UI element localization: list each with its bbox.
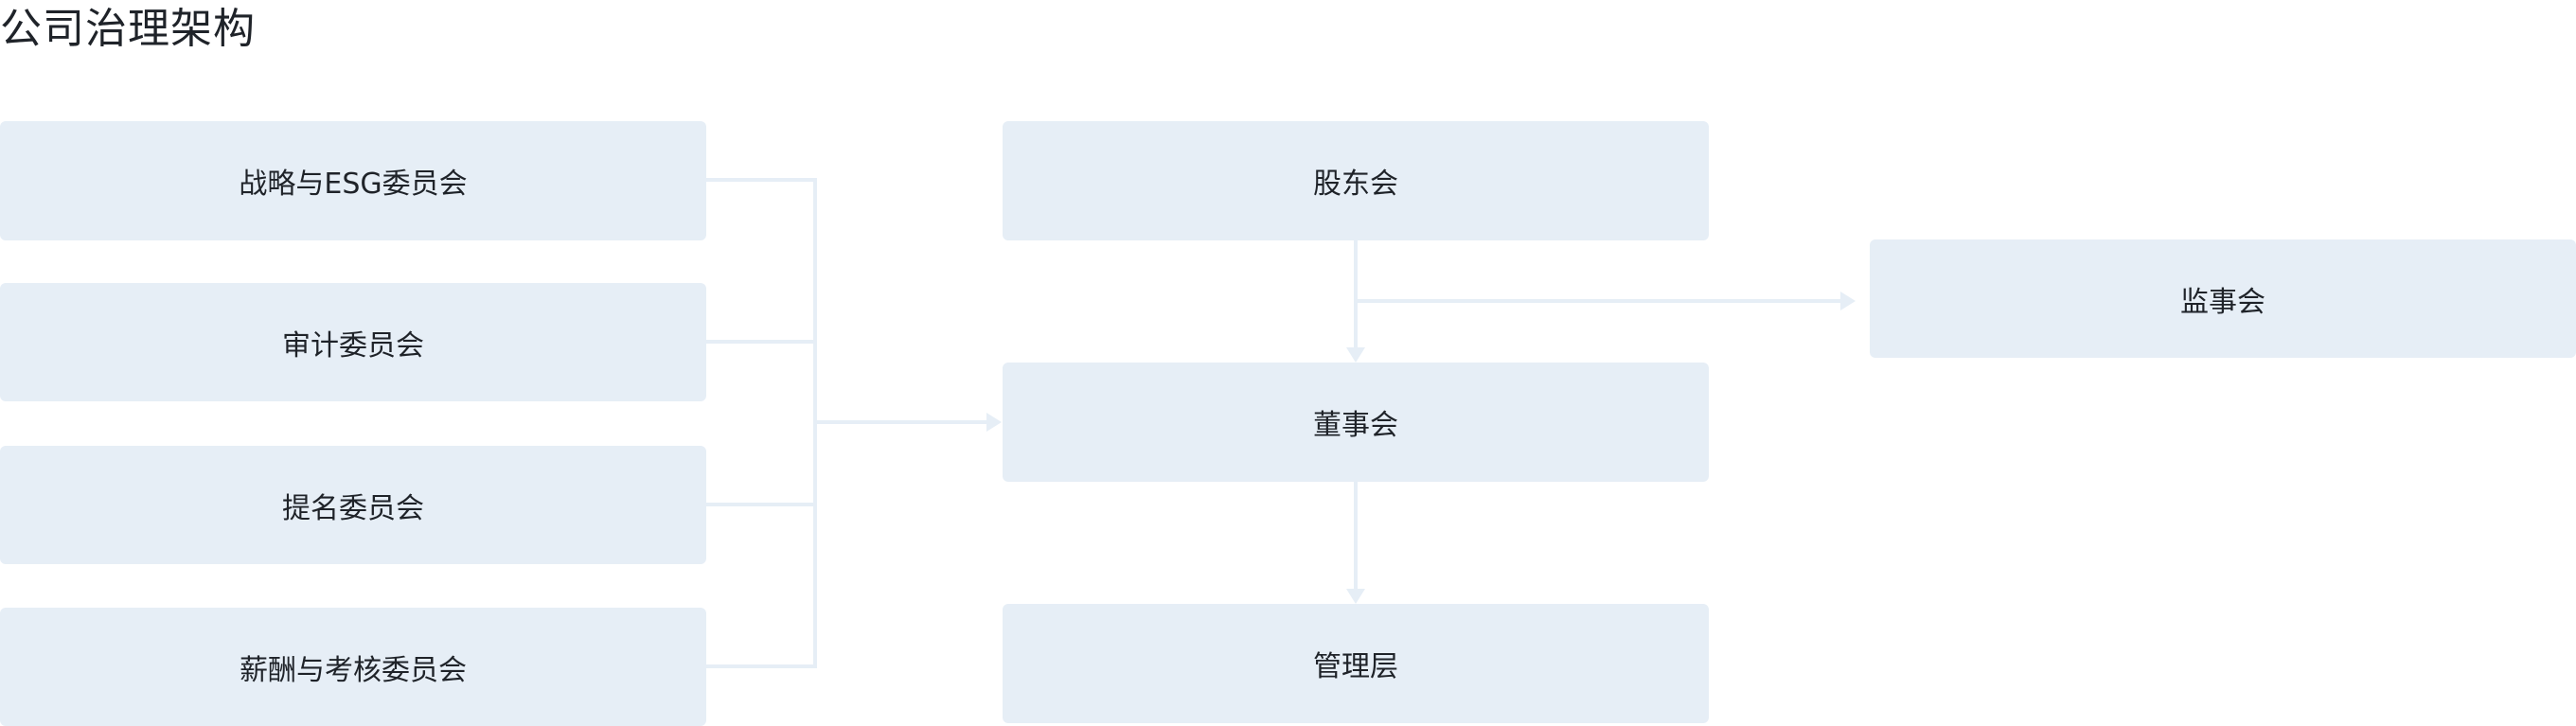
node-label: 股东会 (1313, 168, 1398, 201)
node-audit-committee[interactable]: 审计委员会 (0, 283, 706, 401)
arrowhead-board-left (986, 413, 1002, 432)
node-shareholders-meeting[interactable]: 股东会 (1003, 121, 1709, 240)
node-management[interactable]: 管理层 (1003, 604, 1709, 723)
node-label: 战略与ESG委员会 (239, 168, 468, 201)
node-label: 监事会 (2180, 285, 2265, 319)
node-supervisory-board[interactable]: 监事会 (1870, 239, 2576, 358)
arrowhead-supervisory (1840, 292, 1856, 310)
node-label: 董事会 (1313, 409, 1398, 442)
node-label: 管理层 (1313, 650, 1398, 683)
node-label: 提名委员会 (282, 491, 424, 525)
node-label: 薪酬与考核委员会 (240, 653, 467, 687)
node-board-of-directors[interactable]: 董事会 (1003, 363, 1709, 482)
node-nomination-committee[interactable]: 提名委员会 (0, 446, 706, 564)
arrowhead-board-top (1346, 347, 1365, 363)
node-label: 审计委员会 (282, 328, 424, 363)
page-title: 公司治理架构 (0, 5, 256, 53)
node-strategy-esg-committee[interactable]: 战略与ESG委员会 (0, 121, 706, 240)
arrowhead-management-top (1346, 589, 1365, 604)
node-remuneration-committee[interactable]: 薪酬与考核委员会 (0, 608, 706, 726)
